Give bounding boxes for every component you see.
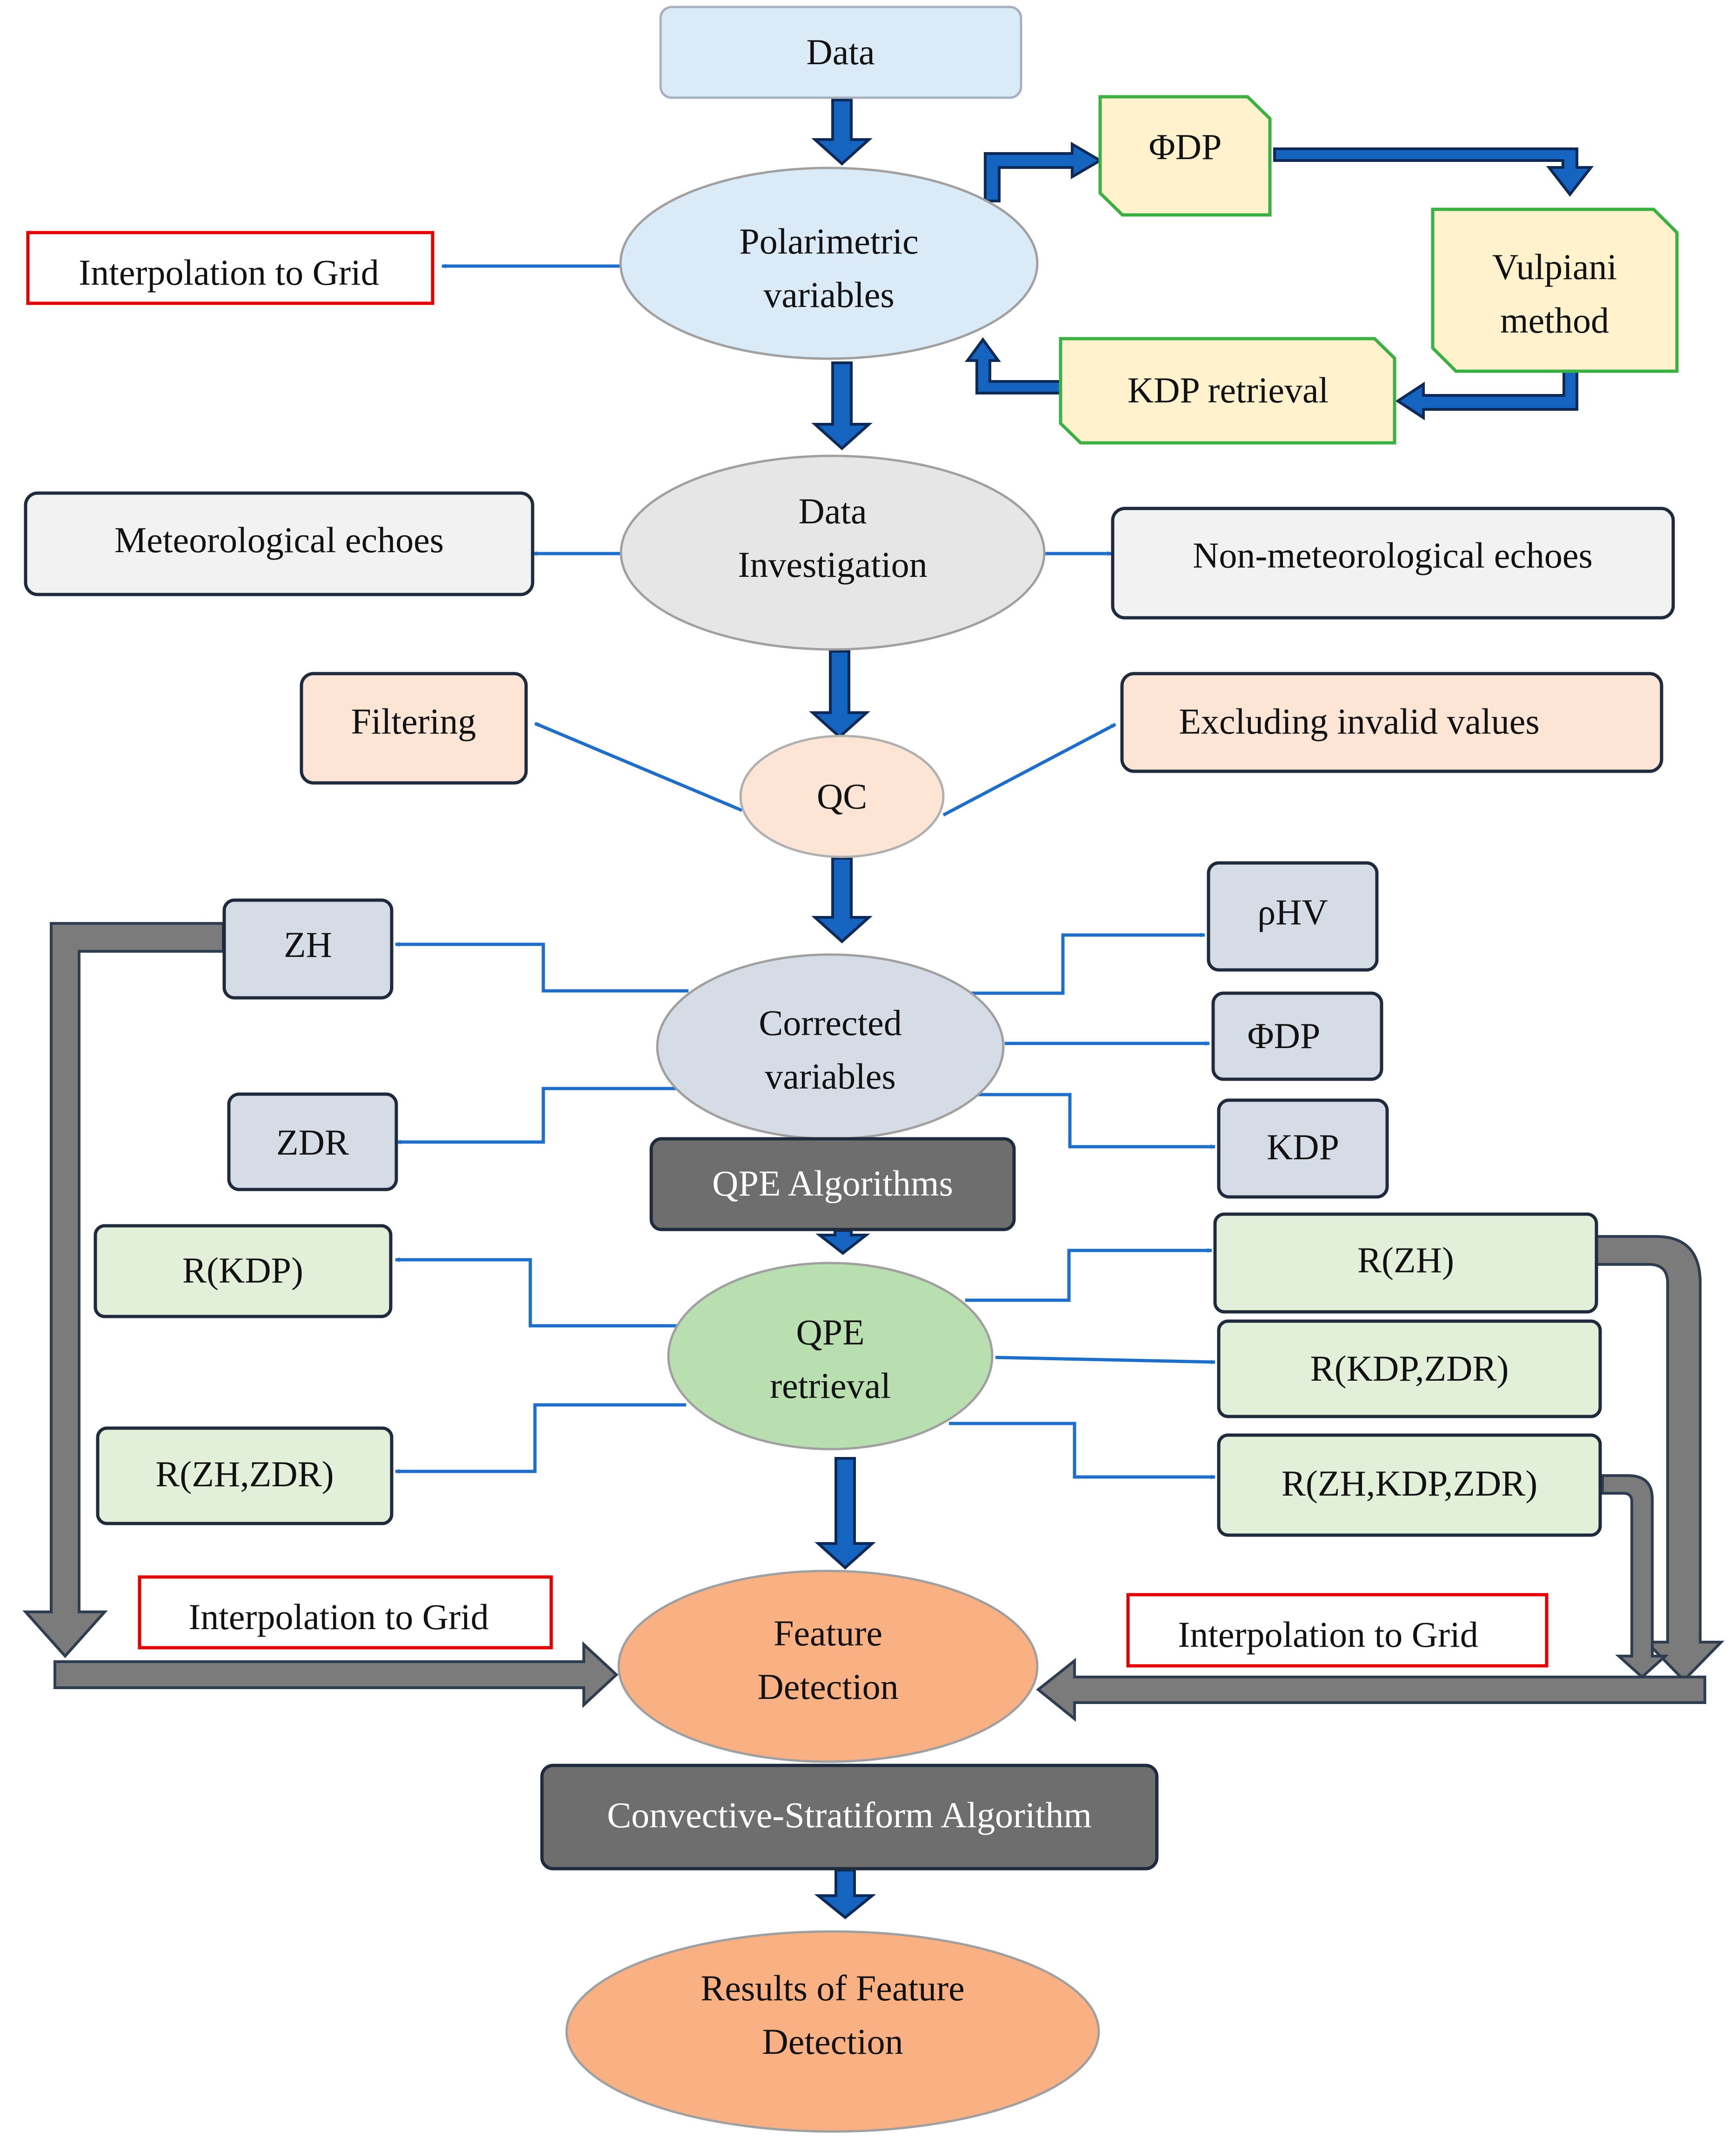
polarimetric-label-2: variables [763,274,895,315]
r-zh-zdr-box: R(ZH,ZDR) [96,1426,394,1525]
convective-label: Convective-Stratiform Algorithm [607,1795,1092,1835]
thin-arrow-to-zdr [396,1087,677,1144]
interp-left-label: Interpolation to Grid [188,1597,489,1637]
arrow-polarimetric-to-phidp [984,141,1103,202]
thin-arrow-to-rhohv [970,933,1205,995]
kdp-label: KDP [1267,1127,1339,1167]
r-kdp-box: R(KDP) [93,1224,393,1318]
arrow-qc-to-corrected [811,857,873,944]
filtering-label: Filtering [351,701,476,742]
arrow-rzhkdpzdr-bend [1601,1474,1669,1679]
interp-right-box: Interpolation to Grid [1126,1593,1549,1668]
meteorological-box: Meteorological echoes [24,491,534,596]
rhohv-box: ρHV [1207,861,1379,972]
arrow-retrieval-to-feature [815,1457,876,1570]
arrow-zh-to-feature-left [22,922,225,1658]
arrow-kdp-to-polarimetric [965,337,1062,394]
qpe-retrieval-ellipse: QPE retrieval [667,1262,994,1450]
kdp-retrieval-box: KDP retrieval [1059,337,1396,445]
non-meteorological-label: Non-meteorological echoes [1193,535,1593,575]
polarimetric-ellipse: Polarimetric variables [619,167,1039,360]
feature-detection-label-2: Detection [757,1666,898,1707]
corrected-label-2: variables [765,1056,896,1096]
thin-arrow-to-r-kdp [395,1257,678,1328]
r-zh-kdp-zdr-box: R(ZH,KDP,ZDR) [1217,1433,1602,1537]
arrow-convective-to-results [814,1869,876,1919]
phidp-top-label: ΦDP [1149,127,1222,167]
qpe-algorithms-label: QPE Algorithms [712,1163,953,1203]
excluding-box: Excluding invalid values [1120,672,1663,773]
convective-box: Convective-Stratiform Algorithm [540,1764,1159,1871]
block-arrows [809,99,1594,1919]
arrow-polarimetric-to-investigation [811,361,873,451]
zh-label: ZH [284,924,332,965]
data-investigation-label-1: Data [798,491,867,531]
data-label: Data [806,32,875,72]
results-ellipse: Results of Feature Detection [565,1930,1100,2133]
gray-arrows [22,922,1725,1722]
data-box: Data [659,6,1022,99]
polarimetric-label-1: Polarimetric [739,221,919,261]
results-label-1: Results of Feature [701,1968,965,2008]
qpe-retrieval-label-1: QPE [796,1312,864,1352]
kdp-retrieval-label: KDP retrieval [1128,370,1329,410]
arrow-left-into-feature [53,1641,619,1708]
zdr-label: ZDR [276,1122,349,1163]
corrected-ellipse: Corrected variables [656,953,1005,1140]
thin-arrows [395,264,1215,1479]
zdr-box: ZDR [227,1092,398,1191]
r-kdp-zdr-label: R(KDP,ZDR) [1310,1348,1509,1389]
qpe-algorithms-box: QPE Algorithms [649,1137,1016,1231]
thin-arrow-to-r-kdp-zdr [995,1356,1215,1364]
results-label-2: Detection [762,2021,903,2062]
r-zh-kdp-zdr-label: R(ZH,KDP,ZDR) [1282,1463,1537,1504]
r-zh-zdr-label: R(ZH,ZDR) [155,1454,334,1494]
rhohv-label: ρHV [1257,892,1328,932]
thin-arrow-to-excluding [942,722,1116,817]
interp-top-label: Interpolation to Grid [79,252,379,293]
thin-arrow-to-filtering [534,722,743,812]
non-meteorological-box: Non-meteorological echoes [1111,507,1675,620]
thin-arrow-to-r-zh-kdp-zdr [949,1422,1215,1479]
vulpiani-label-2: method [1500,300,1609,341]
qc-label: QC [817,776,867,816]
data-investigation-ellipse: Data Investigation [620,454,1046,651]
arrow-vulpiani-to-kdp [1395,368,1578,421]
arrow-data-to-polarimetric [811,99,873,166]
r-zh-box: R(ZH) [1213,1212,1598,1314]
phidp-top-box: ΦDP [1098,95,1272,217]
thin-arrow-to-zh [395,942,688,993]
qc-ellipse: QC [739,735,945,858]
interp-left-box: Interpolation to Grid [138,1575,553,1650]
arrow-phidp-to-vulpiani [1273,147,1594,197]
vulpiani-box: Vulpiani method [1431,207,1679,373]
thin-arrow-to-kdp [975,1093,1215,1149]
arrow-right-into-feature [1036,1657,1706,1722]
arrow-algorithms-to-retrieval [815,1229,870,1255]
kdp-box: KDP [1217,1098,1389,1199]
r-kdp-zdr-box: R(KDP,ZDR) [1217,1319,1602,1418]
thin-arrow-to-r-zh-zdr [395,1403,686,1474]
r-kdp-label: R(KDP) [182,1250,303,1290]
data-investigation-label-2: Investigation [738,544,927,585]
interp-top-box: Interpolation to Grid [26,231,434,305]
qpe-retrieval-label-2: retrieval [770,1365,891,1406]
zh-box: ZH [222,898,394,1000]
arrow-investigation-to-qc [809,650,870,739]
corrected-label-1: Corrected [759,1002,902,1043]
phidp-mid-box: ΦDP [1211,991,1383,1081]
excluding-label: Excluding invalid values [1179,701,1540,742]
meteorological-label: Meteorological echoes [114,520,444,560]
filtering-box: Filtering [300,672,528,785]
feature-detection-label-1: Feature [774,1613,882,1653]
feature-detection-ellipse: Feature Detection [617,1570,1039,1763]
interp-right-label: Interpolation to Grid [1178,1614,1478,1655]
thin-arrow-to-r-zh [965,1248,1212,1302]
phidp-mid-label: ΦDP [1248,1016,1321,1056]
vulpiani-label-1: Vulpiani [1492,247,1617,287]
r-zh-label: R(ZH) [1357,1240,1454,1280]
arrow-rzh-bend [1595,1235,1725,1683]
